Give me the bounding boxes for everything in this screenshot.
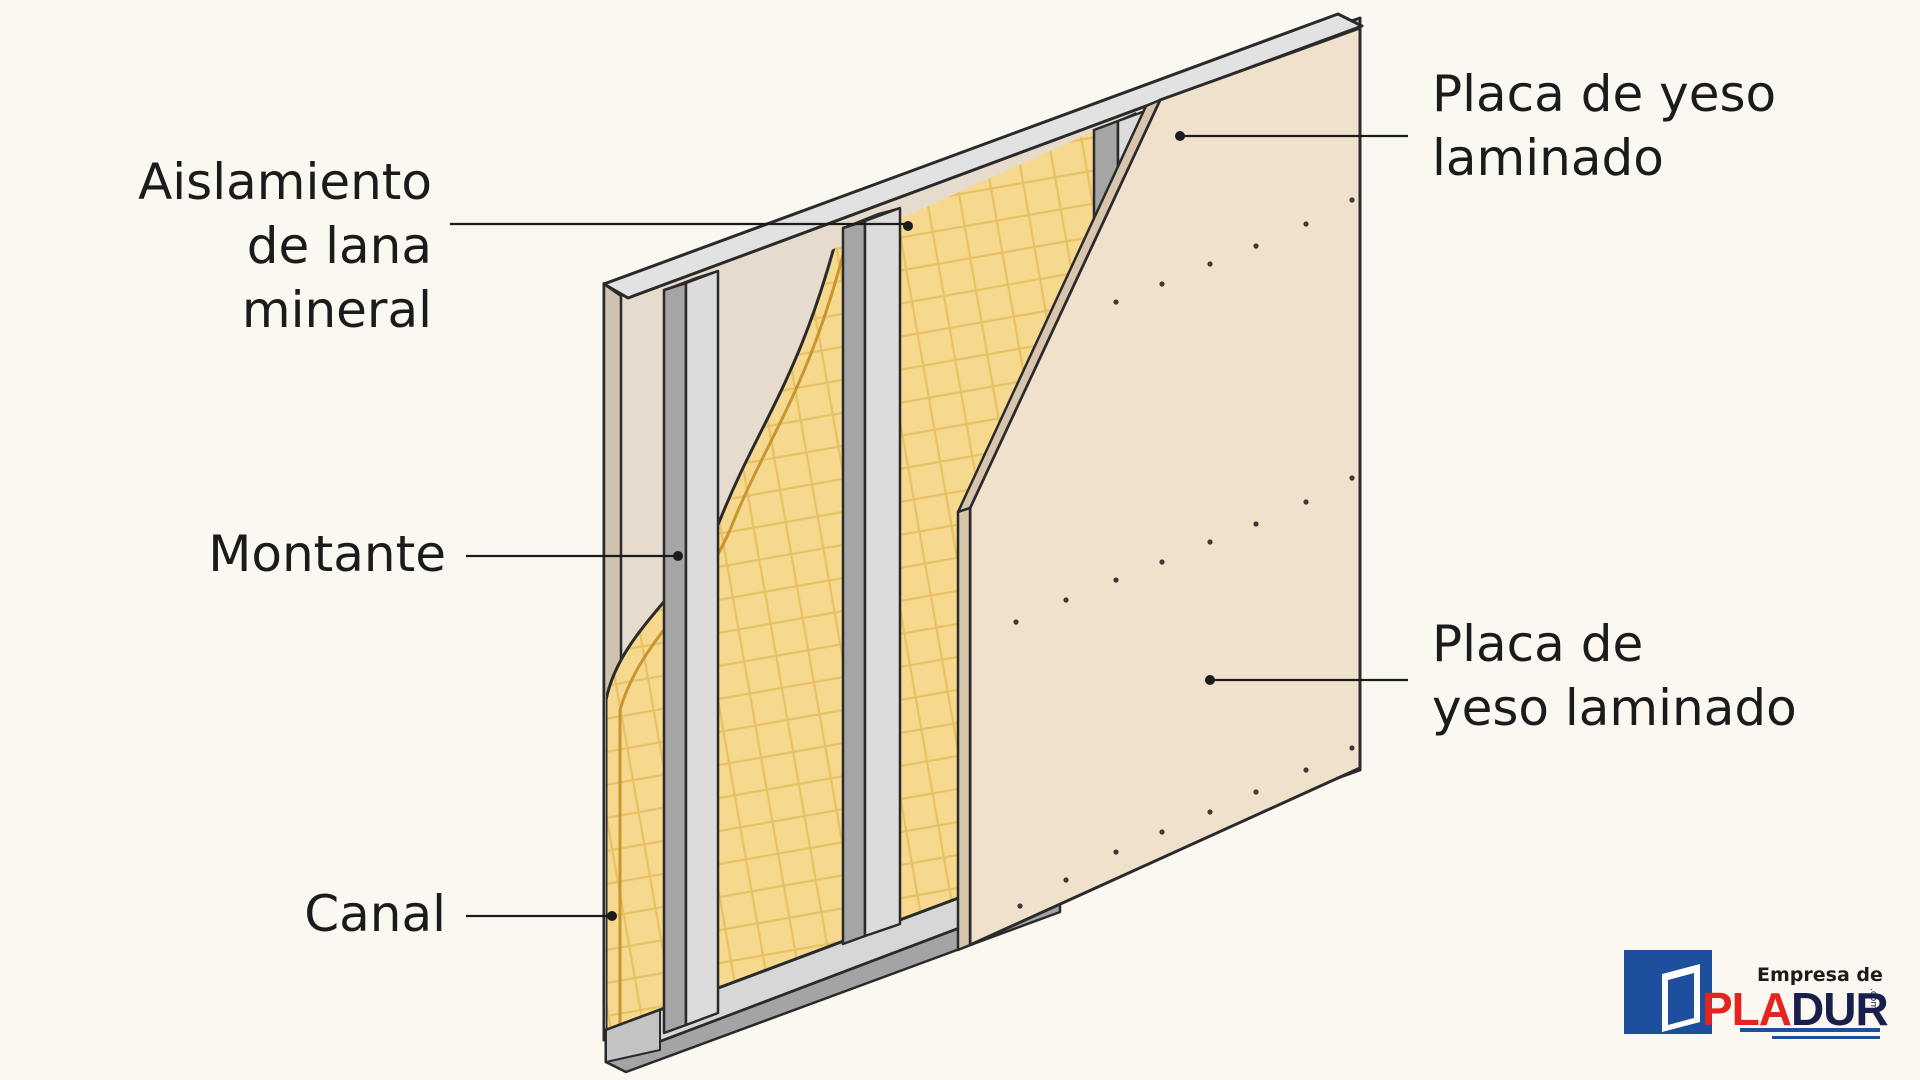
- logo-mark-icon: [1624, 950, 1880, 1039]
- label-board-top: Placa de yeso laminado: [1432, 62, 1776, 190]
- logo-tagline: Empresa de: [1757, 964, 1883, 986]
- front-board-side-edge: [956, 506, 972, 952]
- top-channel: [602, 12, 1364, 300]
- label-board-top-line2: laminado: [1432, 129, 1664, 187]
- leader-lines: [450, 131, 1408, 921]
- brand-logo: Empresa de PLADUR .com: [1622, 944, 1889, 1044]
- label-stud-text: Montante: [208, 525, 446, 583]
- stud-middle: [841, 206, 902, 946]
- label-insulation-line2: de lana: [246, 217, 432, 275]
- label-stud: Montante: [208, 522, 446, 586]
- label-channel: Canal: [304, 882, 446, 946]
- logo-brand-part1: PLA: [1702, 983, 1792, 1035]
- stud-left: [662, 269, 720, 1035]
- logo-brand: PLADUR: [1702, 982, 1889, 1036]
- label-board-top-line1: Placa de yeso: [1432, 65, 1777, 123]
- label-channel-text: Canal: [304, 885, 446, 943]
- label-board-bottom: Placa de yeso laminado: [1432, 612, 1797, 740]
- label-insulation-line1: Aislamiento: [138, 153, 432, 211]
- label-insulation-line3: mineral: [241, 281, 432, 339]
- label-board-bottom-line2: yeso laminado: [1432, 679, 1797, 737]
- label-board-bottom-line1: Placa de: [1432, 615, 1644, 673]
- logo-brand-part2: DUR: [1791, 983, 1889, 1035]
- bottom-channel-end: [605, 1008, 661, 1064]
- label-insulation: Aislamiento de lana mineral: [138, 150, 432, 342]
- bottom-channel-lip: [604, 888, 1062, 1074]
- screw-holes: [1013, 197, 1355, 909]
- logo-tld: .com: [1868, 988, 1878, 1011]
